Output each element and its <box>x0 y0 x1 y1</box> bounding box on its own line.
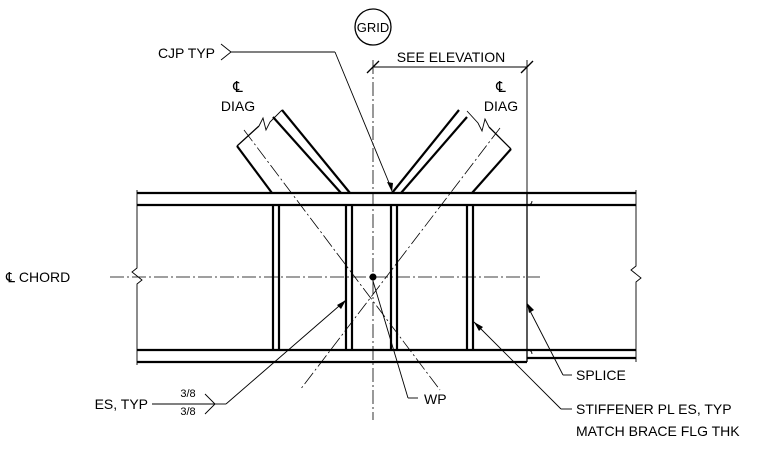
wp-callout: WP <box>372 280 447 407</box>
weld-size-top: 3/8 <box>180 388 195 400</box>
stiffener-callout: STIFFENER PL ES, TYP MATCH BRACE FLG THK <box>473 321 740 439</box>
left-diag-cl: ℄ <box>232 79 243 96</box>
right-diag-label: ℄ DIAG <box>484 79 518 114</box>
splice-callout: SPLICE <box>526 303 626 383</box>
see-elevation-dimension: SEE ELEVATION <box>366 49 534 193</box>
stiffener-label-line2: MATCH BRACE FLG THK <box>576 423 740 439</box>
weld-size-bottom: 3/8 <box>180 406 195 418</box>
chord-label: ℄ CHORD <box>5 269 70 285</box>
left-diag-label: ℄ DIAG <box>221 79 255 114</box>
splice-label: SPLICE <box>576 367 626 383</box>
grid-label: GRID <box>357 20 390 35</box>
grid-bubble: GRID <box>354 8 392 46</box>
chord-beyond-splice <box>526 190 642 362</box>
left-diag-text: DIAG <box>221 98 255 114</box>
stiffener-label-line1: STIFFENER PL ES, TYP <box>576 401 732 417</box>
right-diagonal-brace <box>391 109 512 194</box>
weld-callout: ES, TYP 3/8 3/8 <box>95 299 347 418</box>
chord-member <box>131 190 527 365</box>
work-point-dot <box>369 273 377 281</box>
centerlines <box>110 60 540 420</box>
right-diag-text: DIAG <box>484 98 518 114</box>
wp-label: WP <box>424 391 447 407</box>
es-typ-label: ES, TYP <box>95 396 148 412</box>
left-diagonal-brace <box>236 109 351 194</box>
stiffener-plates <box>271 205 475 350</box>
cjp-callout: CJP TYP <box>158 43 393 192</box>
see-elevation-label: SEE ELEVATION <box>397 49 505 65</box>
cjp-label: CJP TYP <box>158 45 215 61</box>
right-diag-cl: ℄ <box>495 79 506 96</box>
